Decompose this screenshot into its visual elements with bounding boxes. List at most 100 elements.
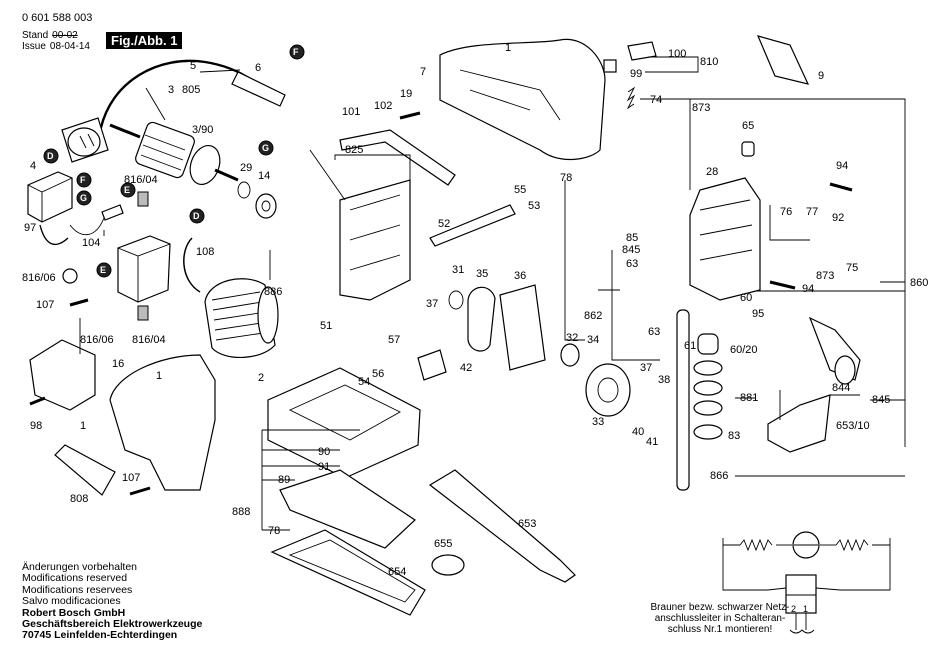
callout: 60/20	[730, 344, 758, 356]
plunger-rod	[676, 309, 690, 491]
callout: 94	[802, 283, 815, 295]
callout: 816/04	[132, 334, 166, 346]
cap	[741, 141, 755, 157]
callout: 3	[168, 84, 175, 96]
callout: 74	[650, 94, 663, 106]
callout: 60	[740, 292, 753, 304]
base-shoe	[270, 529, 426, 616]
callout: 57	[388, 334, 401, 346]
motor-end-cover	[29, 339, 96, 411]
callout: 1	[505, 42, 512, 54]
callout: 9	[818, 70, 825, 82]
callout: 108	[196, 246, 215, 258]
callout: 862	[584, 310, 603, 322]
cord-sleeve	[231, 71, 286, 107]
chip-guard	[767, 394, 831, 453]
revision-date: 08-04-14	[49, 41, 90, 52]
note-line: Modifications reserved	[22, 572, 128, 585]
callout: 873	[816, 270, 835, 282]
marker-e	[96, 262, 112, 278]
bushing	[697, 333, 719, 355]
callout: 19	[400, 88, 413, 100]
callout: 37	[426, 298, 439, 310]
type-plate	[54, 444, 116, 496]
callout: 655	[434, 538, 453, 550]
callout: 816/04	[124, 174, 158, 186]
note-line: Salvo modificaciones	[22, 595, 121, 608]
switch-knob	[603, 59, 617, 73]
marker-label: F	[80, 175, 86, 185]
capacitor	[101, 204, 124, 221]
callout: 28	[706, 166, 719, 178]
gear-box	[689, 177, 761, 301]
callout: 89	[278, 474, 291, 486]
ground-terminal	[62, 268, 78, 284]
needle-bearing	[560, 343, 580, 367]
stand-label: Stand	[22, 30, 49, 41]
callout: 101	[342, 106, 361, 118]
callout: 888	[232, 506, 251, 518]
callout: 92	[832, 212, 845, 224]
callout: 83	[728, 430, 741, 442]
retaining-ring	[237, 181, 251, 199]
marker-g	[76, 190, 92, 206]
callout: 97	[24, 222, 37, 234]
eccentric-plate	[467, 286, 496, 352]
label-plate	[756, 35, 810, 85]
support-roller	[808, 316, 861, 385]
power-cord	[98, 59, 253, 133]
housing-half-lower	[109, 354, 216, 491]
callout: 40	[632, 426, 645, 438]
callout: 53	[528, 200, 541, 212]
callout: 6	[255, 62, 262, 74]
letter-markers	[43, 44, 305, 278]
marker-e	[120, 182, 136, 198]
locking-button	[417, 349, 447, 381]
callout: 860	[910, 277, 929, 289]
marker-label: E	[100, 265, 107, 275]
callout: 805	[182, 84, 201, 96]
carbon-brush	[137, 305, 149, 321]
issue-label: Issue	[22, 41, 46, 52]
marker-label: G	[262, 143, 270, 153]
wiring-note-line: anschlussleiter in Schalteran-	[654, 613, 786, 624]
callout: 1	[156, 370, 163, 382]
marker-g	[258, 140, 274, 156]
callout: 104	[82, 237, 101, 249]
callout: 36	[514, 270, 527, 282]
knob	[431, 554, 465, 576]
callout: 653/10	[836, 420, 870, 432]
callout: 2	[258, 372, 265, 384]
guide-ring	[693, 400, 723, 416]
guide-ring	[693, 360, 723, 376]
marker-d	[189, 208, 205, 224]
callout: 654	[388, 566, 407, 578]
callout: 34	[587, 334, 600, 346]
callout: 54	[358, 376, 371, 388]
callout: 94	[836, 160, 849, 172]
marker-f	[76, 172, 92, 188]
housing-half-upper	[439, 38, 606, 161]
document-number: 0 601 588 003	[22, 12, 93, 24]
guide-plate	[499, 284, 546, 371]
callout: 78	[560, 172, 573, 184]
slide-plate	[279, 469, 416, 549]
drive-gear	[585, 363, 631, 417]
marker-label: D	[193, 211, 200, 221]
callout: 63	[626, 258, 639, 270]
marker-d	[43, 148, 59, 164]
callout: 4	[30, 160, 37, 172]
note-line: Modifications reservees	[22, 583, 133, 596]
callout: 886	[264, 286, 283, 298]
wiring-schematic	[722, 531, 891, 634]
lever	[339, 129, 456, 186]
marker-label: F	[293, 47, 299, 57]
washer	[448, 290, 464, 310]
callout: 29	[240, 162, 253, 174]
parallel-guide	[428, 469, 576, 583]
callout: 31	[452, 264, 465, 276]
marker-label: G	[80, 193, 88, 203]
